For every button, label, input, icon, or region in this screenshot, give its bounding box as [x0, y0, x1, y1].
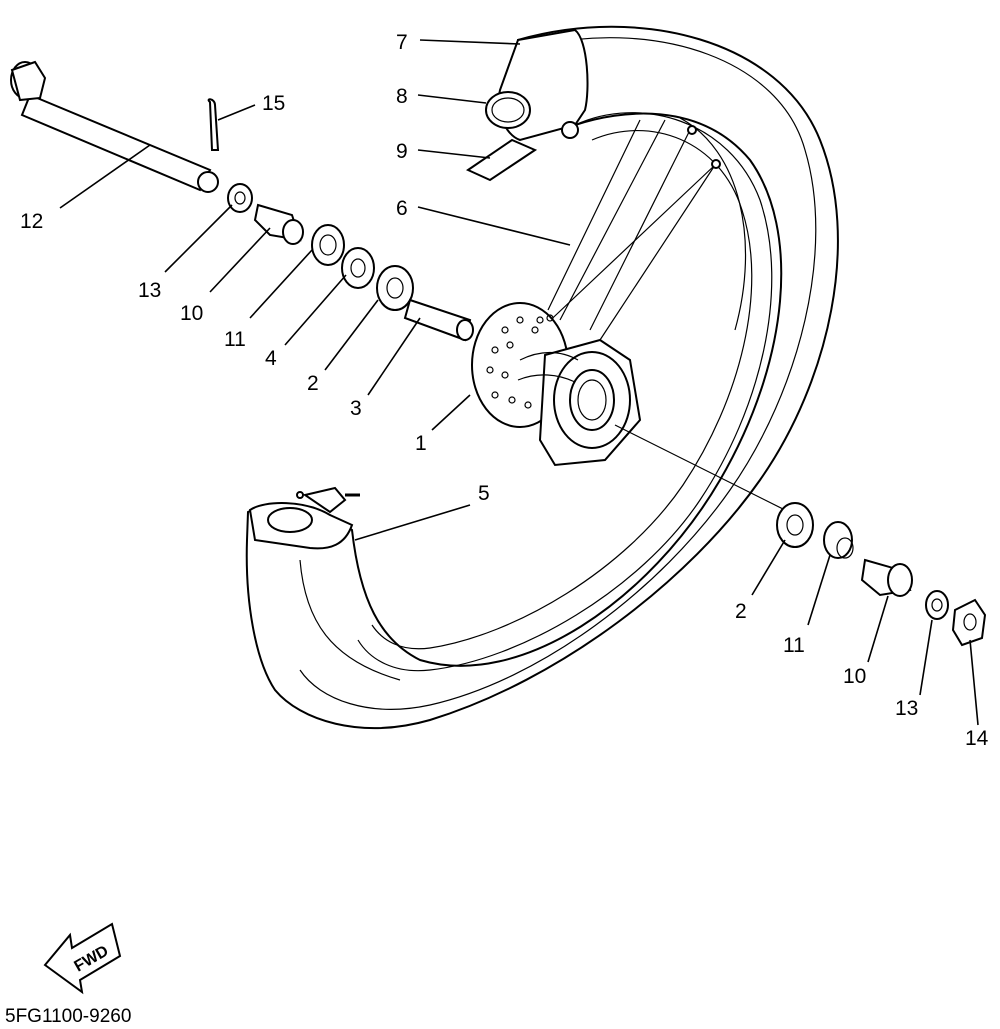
right-parts: [614, 424, 987, 647]
cotter-pin: [207, 98, 220, 151]
leader-lines: [59, 39, 979, 726]
callout-2-right: 2: [735, 600, 747, 623]
hub: [471, 302, 642, 467]
callout-10-right: 10: [843, 665, 866, 688]
callout-11-right: 11: [783, 634, 805, 657]
tube-end: [485, 28, 589, 142]
hub-flange-holes: [486, 314, 554, 409]
callout-12: 12: [20, 210, 43, 233]
diagram-code: 5FG1100-9260: [5, 1006, 131, 1027]
callout-1: 1: [415, 432, 427, 455]
left-parts: [227, 183, 474, 342]
callout-6: 6: [396, 197, 408, 220]
tube-valve: [248, 486, 360, 550]
rim-band: [465, 138, 538, 182]
spokes: [539, 119, 721, 341]
fwd-arrow: FWD: [43, 922, 122, 995]
callout-11-left: 11: [224, 328, 246, 351]
callout-2-left: 2: [307, 372, 319, 395]
callout-3: 3: [350, 397, 362, 420]
callout-9: 9: [396, 140, 408, 163]
callout-4: 4: [265, 347, 277, 370]
callout-15: 15: [262, 92, 285, 115]
callout-13-right: 13: [895, 697, 918, 720]
rim: [357, 112, 773, 672]
callout-numbers: 7 8 9 6 15 12 13 10 11 4 2 3 1 5 2 11 10…: [20, 31, 989, 750]
callout-5: 5: [478, 482, 490, 505]
callout-7: 7: [396, 31, 408, 54]
callout-10-left: 10: [180, 302, 203, 325]
axle: [10, 60, 219, 193]
callout-14: 14: [965, 727, 989, 750]
callout-13-left: 13: [138, 279, 161, 302]
callout-8: 8: [396, 85, 408, 108]
